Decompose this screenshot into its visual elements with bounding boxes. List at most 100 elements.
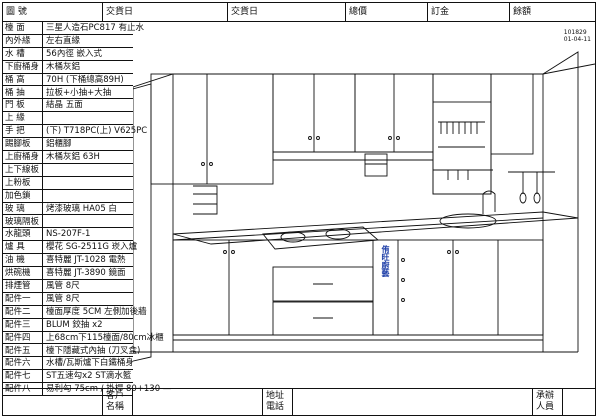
spec-row: 爐 具櫻花 SG-2511G 崁入爐 (3, 241, 137, 255)
spec-label: 踢腳板 (3, 138, 43, 152)
spice-rack (364, 153, 388, 177)
spec-value: 檯面厚度 5CM 左側加後牆 (46, 306, 147, 317)
delivery-date-label: 交貨日 (231, 7, 259, 17)
handler-label-cell: 承辦人員 (533, 389, 563, 415)
address-label: 地址電話 (266, 391, 285, 412)
handler-value-cell (563, 389, 594, 415)
wall-baskets (193, 185, 218, 215)
spec-label: 水龍頭 (3, 228, 43, 242)
spec-row: 烘碗機喜特麗 JT-3890 鏡面 (3, 267, 133, 281)
spec-value: 56內徑 嵌入式 (46, 48, 103, 59)
spec-row: 油 機喜特麗 JT-1028 電熱 (3, 254, 133, 268)
spec-label: 水 槽 (3, 47, 43, 61)
sink-faucet (439, 190, 497, 229)
spec-label: 門 板 (3, 99, 43, 113)
drawing-codes: 101829 01-04-11 (564, 29, 591, 43)
kitchen-elevation-drawing (133, 51, 595, 362)
drawing-number-cell: 圖 號 (3, 3, 103, 21)
balance-label: 餘額 (513, 7, 532, 17)
spec-label: 上粉板 (3, 176, 43, 190)
spec-label: 爐 具 (3, 241, 43, 255)
balance-cell: 餘額 (510, 3, 594, 21)
spec-value: 結晶 五面 (46, 100, 83, 111)
spec-label: 配件五 (3, 344, 43, 358)
base-cabinets (172, 239, 544, 336)
spec-row: 配件二檯面厚度 5CM 左側加後牆 (3, 305, 147, 319)
total-price-cell: 總價 (346, 3, 428, 21)
spec-value: 左右直緣 (46, 35, 81, 46)
spec-value: 三星人造石PC817 有止水 (46, 23, 144, 33)
spec-value: 易利勾 75cm / 掛桿 80+130 — (46, 384, 172, 395)
spec-row: 手 把(下) T718PC(上) V625PC (3, 125, 147, 139)
handler-label: 承辦人員 (536, 391, 555, 412)
ship-date-label: 交貨日 (106, 7, 134, 17)
spec-label: 配件七 (3, 370, 43, 384)
spec-value: 70H (下桶總高89H) (46, 74, 124, 85)
spec-label: 配件二 (3, 305, 43, 319)
ship-date-cell: 交貨日 (103, 3, 228, 21)
spec-row: 配件八易利勾 75cm / 掛桿 80+130 — (3, 383, 171, 397)
spec-value: 喜特麗 JT-3890 鏡面 (46, 268, 126, 279)
spec-row: 配件五檯下隱藏式內抽 (刀叉盒) (3, 344, 140, 358)
dish-rack (433, 121, 493, 180)
spec-label: 配件六 (3, 357, 43, 371)
spec-label: 配件三 (3, 318, 43, 332)
drawing-sheet: 圖 號 交貨日 交貨日 總價 訂金 餘額 101829 01-04-11 檯 面… (2, 2, 596, 416)
upper-cabinets (150, 73, 534, 195)
range-hood (272, 151, 434, 161)
spec-row: 踢腳板鋁櫃腳 (3, 138, 133, 152)
brand-mark: 侑旺廚藝 (381, 245, 390, 277)
spec-label: 桶 抽 (3, 86, 43, 100)
spec-label: 配件八 (3, 383, 43, 397)
total-price-label: 總價 (349, 7, 368, 17)
spec-row: 下廚桶身木桶灰鋁 (3, 60, 133, 74)
room-outline (133, 51, 595, 353)
spec-row: 上廚桶身木桶灰鋁 63H (3, 151, 133, 164)
spec-label: 手 把 (3, 125, 43, 139)
spec-value: 風管 8尺 (46, 281, 80, 291)
footer-blank-cell (3, 389, 103, 415)
spec-row: 排煙管風管 8尺 (3, 280, 133, 293)
spec-label: 配件四 (3, 331, 43, 345)
customer-label-cell: 客戶名稱 (103, 389, 133, 415)
deposit-cell: 訂金 (428, 3, 510, 21)
spec-value: 拉板+小抽+大抽 (46, 87, 112, 98)
spec-row: 桶 抽拉板+小抽+大抽 (3, 86, 133, 100)
spec-value: 上68cm下115檯面/80cm冰櫃 (46, 332, 164, 343)
spec-value: 水槽/瓦斯爐下白鐵桶身 (46, 358, 134, 369)
spec-row: 檯 面三星人造石PC817 有止水 (3, 22, 144, 35)
address-label-cell: 地址電話 (263, 389, 293, 415)
spec-label: 下廚桶身 (3, 60, 43, 74)
gas-cooktop (262, 226, 380, 250)
spec-row: 上下線板 (3, 163, 133, 177)
spec-label: 上下線板 (3, 163, 43, 177)
spec-label: 上廚桶身 (3, 151, 43, 164)
spec-row: 加色鎖 (3, 189, 133, 203)
spec-row: 上 緣 (3, 112, 133, 126)
spec-value: 風管 8尺 (46, 293, 80, 304)
utensil-rail (508, 171, 555, 204)
spec-label: 桶 高 (3, 73, 43, 87)
drawing-code-1: 101829 (563, 29, 587, 36)
spec-value: 喜特麗 JT-1028 電熱 (46, 255, 126, 266)
drawing-code-2: 01-04-11 (563, 36, 591, 43)
spec-row: 內外緣左右直緣 (3, 34, 133, 48)
spec-row: 上粉板 (3, 176, 133, 190)
customer-label: 客戶名稱 (106, 391, 125, 412)
spec-label: 排煙管 (3, 280, 43, 293)
spec-row: 門 板結晶 五面 (3, 99, 133, 113)
deposit-label: 訂金 (431, 7, 450, 17)
spec-value: 鋁櫃腳 (46, 139, 72, 150)
spec-row: 玻璃隔板 (3, 215, 133, 229)
footer-strip: 客戶名稱 地址電話 承辦人員 (3, 388, 595, 415)
spec-value: 木桶灰鋁 63H (46, 152, 100, 162)
spec-label: 檯 面 (3, 22, 43, 35)
spec-row: 配件六水槽/瓦斯爐下白鐵桶身 (3, 357, 134, 371)
spec-value: ST五速勾x2 ST滴水籃 (46, 371, 132, 382)
spec-label: 玻 璃 (3, 202, 43, 216)
